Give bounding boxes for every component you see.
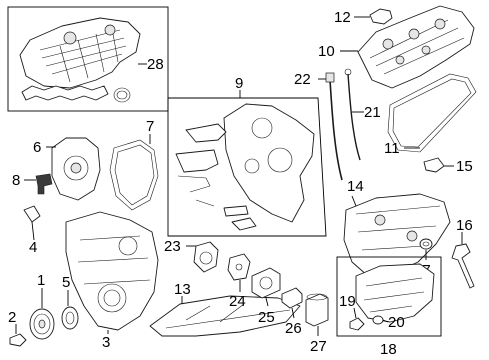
- cover-plate: [227, 253, 251, 281]
- lower-middle-group: 23 13 24 25 26 27: [149, 238, 329, 355]
- callout-4: 4: [29, 239, 37, 256]
- bracket: [23, 205, 41, 223]
- timing-gasket-upper: [185, 123, 227, 143]
- callout-22: 22: [294, 71, 311, 88]
- callout-9: 9: [235, 75, 243, 92]
- cam-position-sensor: [35, 173, 53, 195]
- oil-cooler: [251, 267, 281, 299]
- timing-cover-group: 9: [167, 75, 327, 237]
- valve-cover: [357, 5, 475, 89]
- drain-plug: [349, 317, 365, 331]
- intake-manifold-box: [7, 6, 169, 112]
- callout-27: 27: [310, 338, 327, 355]
- callout-14: 14: [347, 178, 364, 195]
- callout-5: 5: [62, 274, 70, 291]
- front-crank-seal: [61, 306, 79, 330]
- callout-26: 26: [285, 320, 302, 337]
- callout-2: 2: [8, 309, 16, 326]
- callout-19: 19: [339, 293, 356, 310]
- timing-gasket-lower: [175, 149, 219, 173]
- oil-filler-cap: [369, 8, 393, 25]
- callout-28: 28: [147, 56, 164, 73]
- callout-12: 12: [334, 9, 351, 26]
- callout-21: 21: [364, 104, 381, 121]
- dipstick-group: 22 21: [294, 68, 381, 181]
- callout-25: 25: [258, 309, 275, 326]
- dipstick-tube: [329, 79, 343, 181]
- pulley-bolt: [9, 333, 27, 347]
- intake-manifold: [19, 17, 141, 89]
- front-timing-cover: [65, 211, 159, 331]
- callout-15: 15: [456, 158, 473, 175]
- cooler-connector: [281, 287, 303, 309]
- callout-8: 8: [12, 172, 20, 189]
- lower-oil-pan-box: [336, 256, 442, 337]
- callout-1: 1: [37, 272, 45, 289]
- timing-cover-box: [167, 97, 327, 237]
- drain-washer: [419, 238, 433, 250]
- callout-16: 16: [456, 217, 473, 234]
- oil-temp-sensor: [423, 157, 445, 173]
- left-parts-group: 6 7 8 4: [12, 118, 159, 256]
- pan-bolt: [451, 243, 475, 289]
- drain-plug-washer: [372, 315, 384, 325]
- callout-13: 13: [174, 281, 191, 298]
- front-cover-group: 3 5 1 2: [8, 211, 159, 351]
- callout-23: 23: [164, 238, 181, 255]
- oil-pan-group: 15 14 16 17: [343, 157, 475, 289]
- lower-oil-pan-group: 19 20 18: [336, 256, 442, 358]
- valve-cover-group: 12 10 11: [318, 5, 477, 157]
- intake-manifold-group: 28: [7, 6, 169, 112]
- dipstick: [347, 73, 361, 161]
- callout-6: 6: [33, 139, 41, 156]
- upper-oil-pan: [343, 193, 451, 277]
- upper-timing-cover: [223, 103, 315, 223]
- callout-11: 11: [384, 140, 400, 157]
- callout-10: 10: [318, 43, 335, 60]
- idler-pulley: [193, 241, 219, 273]
- callout-3: 3: [102, 334, 110, 351]
- front-cover-gasket: [109, 139, 159, 211]
- lower-oil-pan: [355, 263, 435, 323]
- callout-20: 20: [388, 314, 405, 331]
- callout-24: 24: [229, 293, 246, 310]
- callout-7: 7: [146, 118, 154, 135]
- intake-gasket-set: [21, 85, 109, 101]
- oil-pan-baffle: [149, 295, 301, 337]
- callout-18: 18: [380, 341, 397, 358]
- valve-cover-gasket: [387, 73, 477, 153]
